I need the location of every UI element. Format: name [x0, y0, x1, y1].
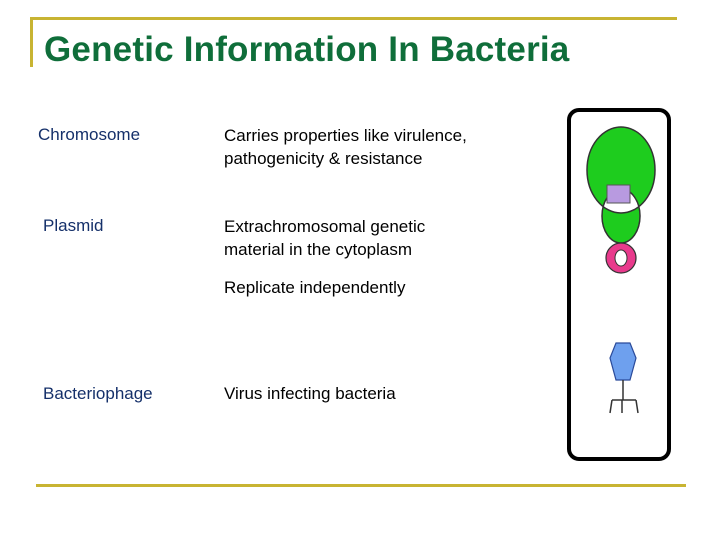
phage-head	[609, 342, 637, 381]
desc-chromosome: Carries properties like virulence, patho…	[224, 124, 467, 170]
slide-title: Genetic Information In Bacteria	[44, 30, 570, 69]
plasmid-icon	[605, 242, 637, 274]
phage-leg-left	[609, 399, 613, 414]
chromosome-box	[606, 184, 631, 204]
desc-plasmid-line-2: material in the cytoplasm	[224, 240, 413, 259]
term-chromosome: Chromosome	[38, 125, 141, 144]
note-plasmid: Replicate independently	[224, 278, 406, 297]
desc-plasmid: Extrachromosomal genetic material in the…	[224, 215, 425, 261]
term-plasmid: Plasmid	[43, 216, 104, 235]
desc-chromosome-line-2: pathogenicity & resistance	[224, 149, 423, 168]
chromosome-icon	[586, 126, 656, 244]
desc-bacteriophage: Virus infecting bacteria	[224, 382, 396, 405]
desc-bacteriophage-line-1: Virus infecting bacteria	[224, 384, 396, 403]
desc-plasmid-line-1: Extrachromosomal genetic	[224, 217, 426, 236]
bottom-rule	[36, 484, 686, 487]
plasmid-inner	[614, 249, 628, 267]
title-frame-left	[30, 17, 33, 67]
desc-chromosome-line-1: Carries properties like virulence,	[224, 126, 467, 145]
phage-leg-right	[635, 399, 639, 414]
term-bacteriophage: Bacteriophage	[43, 384, 153, 403]
title-frame-top	[30, 17, 677, 20]
bacteriophage-icon	[609, 342, 639, 414]
